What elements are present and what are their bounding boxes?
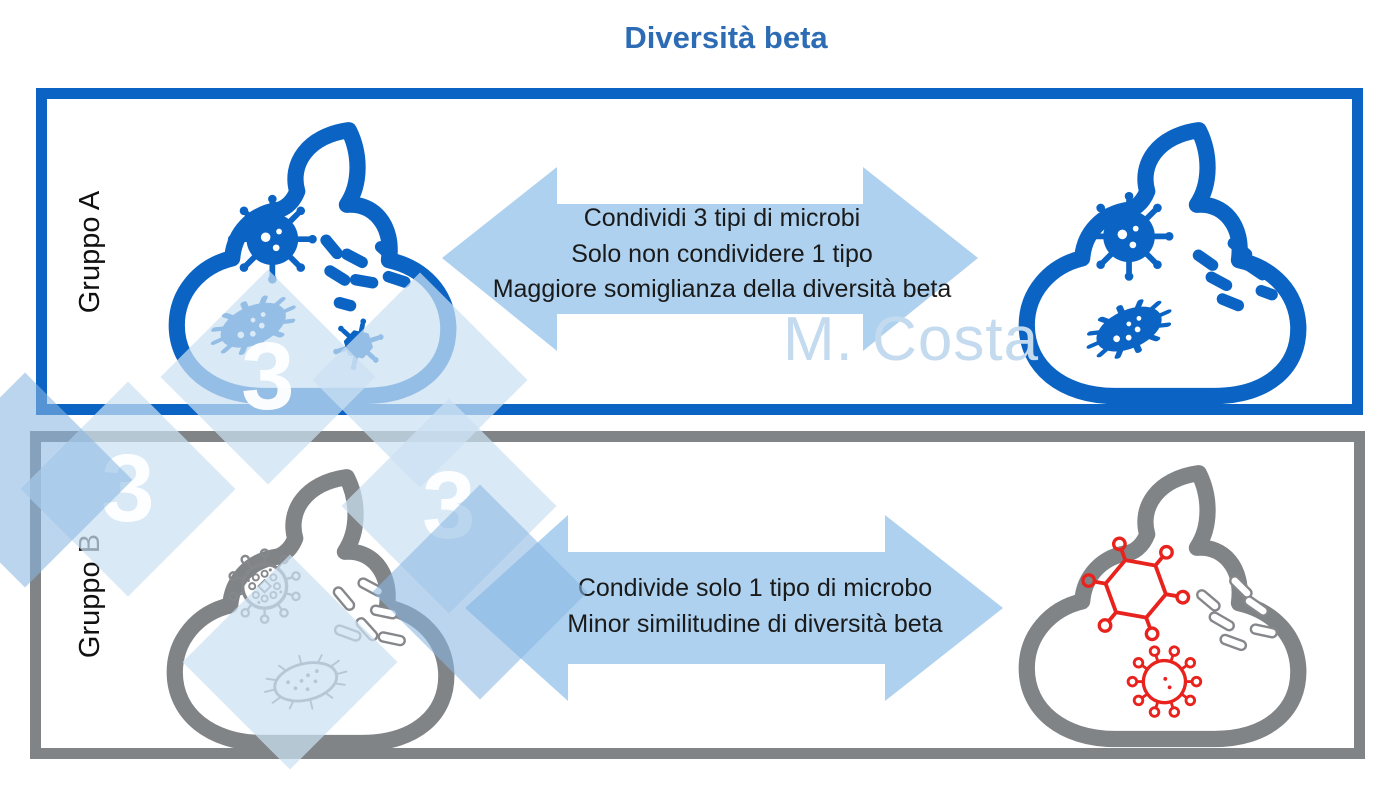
group-b-arrow-text: Condivide solo 1 tipo di microbo Minor s… (470, 571, 1040, 642)
hexagon-virus-icon (1081, 536, 1191, 642)
double-arrow-group-a (442, 167, 978, 351)
feces-outline (1018, 465, 1307, 748)
arrow-text-line: Condivide solo 1 tipo di microbo (577, 574, 933, 602)
author-watermark: M. Costa (783, 305, 1040, 374)
feces-outline (1018, 122, 1307, 405)
group-b-box (30, 431, 1365, 759)
arrow-text-line: Condividi 3 tipi di microbi (583, 204, 861, 232)
feces-icon-group-a-right (1018, 122, 1307, 405)
group-a-box (36, 88, 1363, 415)
round-virus-icon (1126, 645, 1203, 718)
virus-icon (227, 194, 317, 284)
rod-bacteria-icon (320, 234, 411, 312)
rod-bacteria-icon (1192, 237, 1278, 312)
bacterium-icon (1086, 299, 1172, 359)
arrow-text-line: Maggiore somiglianza della diversità bet… (492, 275, 952, 303)
arrow-text-line: Minor similitudine di diversità beta (567, 609, 943, 638)
feces-outline (166, 469, 455, 752)
virus-icon (1084, 191, 1174, 281)
watermark-digit: 3 (241, 322, 295, 430)
double-arrow-group-b (465, 515, 1003, 701)
page-title: Diversità beta (624, 20, 828, 55)
feces-icon-group-b-right (1018, 465, 1307, 748)
rod-bacteria-icon (1196, 575, 1278, 652)
group-a-arrow-text: Condividi 3 tipi di microbi Solo non con… (442, 201, 1002, 308)
arrow-text-line: Solo non condividere 1 tipo (571, 239, 873, 268)
group-a-label: Gruppo A (74, 190, 106, 314)
